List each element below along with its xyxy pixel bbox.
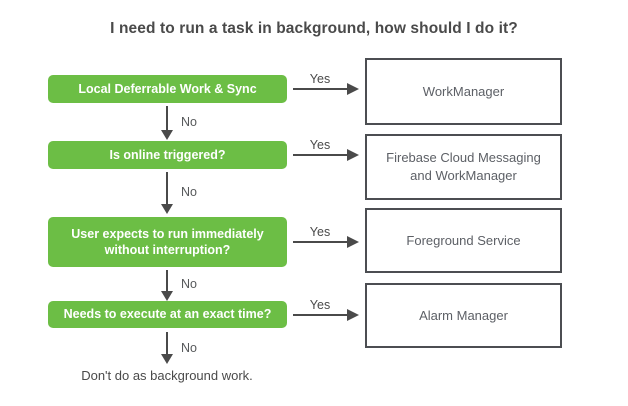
no-arrow-head-icon	[161, 204, 173, 214]
result-box-workmanager: WorkManager	[365, 58, 562, 125]
no-label: No	[181, 341, 197, 355]
fallback-text: Don't do as background work.	[81, 368, 253, 383]
yes-arrow-head-icon	[347, 149, 359, 161]
question-box-run-immediately: User expects to run immediately without …	[48, 217, 287, 267]
yes-arrow-head-icon	[347, 236, 359, 248]
no-arrow-line	[166, 332, 168, 354]
no-arrow-line	[166, 172, 168, 204]
yes-arrow-line	[293, 88, 347, 90]
question-label: Is online triggered?	[109, 147, 226, 162]
no-arrow-line	[166, 270, 168, 291]
page-title: I need to run a task in background, how …	[110, 20, 518, 37]
no-arrow-line	[166, 106, 168, 130]
no-arrow-head-icon	[161, 291, 173, 301]
no-label: No	[181, 277, 197, 291]
no-arrow-head-icon	[161, 130, 173, 140]
result-label: Foreground Service	[406, 232, 521, 248]
question-label: User expects to run immediately without …	[71, 226, 264, 257]
result-label: Firebase Cloud Messaging and WorkManager	[386, 150, 541, 183]
result-box-alarm-manager: Alarm Manager	[365, 283, 562, 348]
no-label: No	[181, 185, 197, 199]
result-label: Alarm Manager	[419, 307, 508, 323]
result-box-fcm-workmanager: Firebase Cloud Messaging and WorkManager	[365, 134, 562, 200]
no-label: No	[181, 115, 197, 129]
result-box-foreground-service: Foreground Service	[365, 208, 562, 273]
yes-label: Yes	[309, 298, 331, 312]
question-label: Local Deferrable Work & Sync	[78, 81, 257, 96]
yes-arrow-line	[293, 241, 347, 243]
question-box-local-deferrable-work: Local Deferrable Work & Sync	[48, 75, 287, 103]
yes-arrow-line	[293, 314, 347, 316]
yes-arrow-line	[293, 154, 347, 156]
result-label: WorkManager	[422, 83, 505, 99]
question-label: Needs to execute at an exact time?	[63, 307, 272, 322]
question-box-exact-time: Needs to execute at an exact time?	[48, 301, 287, 328]
no-arrow-head-icon	[161, 354, 173, 364]
yes-arrow-head-icon	[347, 83, 359, 95]
yes-label: Yes	[309, 138, 331, 152]
yes-label: Yes	[309, 225, 331, 239]
question-box-online-triggered: Is online triggered?	[48, 141, 287, 169]
yes-arrow-head-icon	[347, 309, 359, 321]
yes-label: Yes	[309, 72, 331, 86]
